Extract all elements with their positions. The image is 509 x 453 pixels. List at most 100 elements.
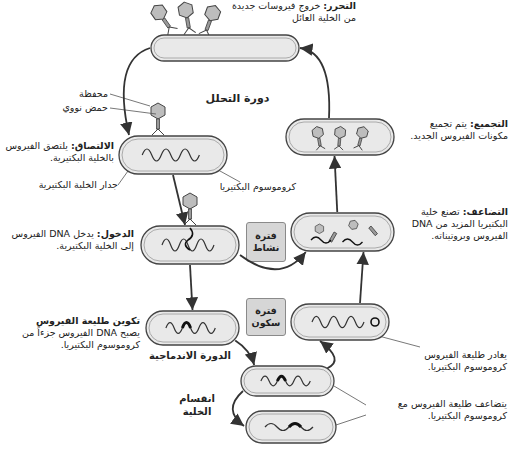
division-arrow — [233, 391, 244, 426]
cell-wall — [294, 307, 386, 337]
virus-leg — [339, 146, 344, 150]
cycle-arrow — [360, 252, 364, 303]
step-description: يصبح DNA الفيروس جزءاً من كروموسوم البكت… — [22, 327, 140, 350]
cell-outline — [146, 311, 239, 345]
bacterial-cell — [118, 135, 228, 175]
virus-capsid — [315, 224, 323, 234]
cell-wall — [289, 122, 391, 152]
virus-part — [315, 224, 323, 234]
step-caption: يتضاعف طليعة الفيروس مع كروموسوم البكتير… — [365, 398, 507, 422]
cell-node: تكوين طليعة الفيروسيصبح DNA الفيروس جزءا… — [145, 310, 240, 346]
viral-dna-loop — [371, 318, 379, 326]
virus-tail — [338, 138, 341, 146]
step-heading: التجميع: — [470, 118, 508, 129]
cell-node: الالتصاق:يلتصق الفيروس بالخلية البكتيرية… — [118, 135, 228, 175]
cell-outline — [286, 119, 394, 155]
virus-part — [353, 125, 369, 150]
cycle-arrow — [235, 341, 254, 365]
cell-node: التحرر:خروج فيروسات جديدة من الخلية العا… — [150, 34, 300, 62]
step-description: يغادر طليعة الفيروس كروموسوم البكتيريا. — [424, 349, 507, 372]
virus-leg — [358, 146, 363, 151]
cycle-arrow — [190, 265, 193, 310]
cycle-arrow — [335, 156, 338, 212]
cycle-arrow — [300, 48, 329, 118]
step-heading: الدخول: — [97, 228, 134, 239]
bacterial-chromosome — [261, 376, 310, 386]
phase-box: فترة سكون — [246, 298, 286, 336]
leader-line — [118, 171, 128, 185]
part-label: جدار الخلية البكتيرية — [0, 179, 118, 191]
bacterial-cell — [290, 212, 395, 252]
virus-part — [312, 126, 326, 151]
virus-leg — [320, 145, 325, 149]
bacterial-chromosome — [166, 323, 215, 334]
virus-capsid — [348, 219, 359, 231]
leader-line — [110, 108, 156, 114]
step-heading: الالتصاق: — [71, 140, 114, 151]
cell-wall — [144, 229, 236, 261]
cycle-arrow — [173, 175, 185, 225]
bacterial-cell — [150, 34, 300, 62]
part-label: محفظة — [40, 88, 108, 100]
leader-line — [336, 415, 366, 425]
part-label: الدورة الاندماجية — [140, 349, 240, 362]
step-caption: يغادر طليعة الفيروس كروموسوم البكتيريا. — [392, 349, 507, 373]
cell-wall — [244, 369, 331, 393]
leader-line — [110, 94, 150, 106]
part-label: كروموسوم البكتيريا — [196, 181, 296, 193]
cell-node: يغادر طليعة الفيروس كروموسوم البكتيريا. — [290, 303, 390, 341]
prophage-segment — [289, 424, 301, 428]
part-label: حمض نووي — [30, 102, 108, 114]
step-heading: التضاعف: — [463, 206, 508, 217]
bacterial-chromosome — [142, 149, 199, 161]
cell-outline — [141, 226, 239, 264]
virus-leg — [334, 146, 339, 150]
viral-dna — [311, 237, 331, 243]
injecting-phage — [183, 193, 197, 225]
virus-capsid — [334, 126, 346, 139]
cell-wall — [149, 314, 236, 342]
cell-wall — [154, 38, 296, 58]
step-caption: التجميع:يتم تجميع مكونات الفيروس الجديد. — [398, 118, 508, 142]
cell-node: الدخول:يدخل DNA الفيروس إلى الخلية البكت… — [140, 225, 240, 265]
virus-tail — [318, 138, 322, 146]
cycle-arrow — [124, 48, 150, 135]
virus-part — [333, 126, 345, 150]
step-caption: الالتصاق:يلتصق الفيروس بالخلية البكتيرية… — [2, 140, 114, 164]
virus-capsid — [312, 126, 324, 140]
viral-dna — [185, 228, 192, 250]
bacterial-cell — [145, 310, 240, 346]
cell-outline — [119, 136, 227, 174]
bacterial-cell — [285, 118, 395, 156]
cell-wall — [249, 414, 333, 440]
bacterial-cell — [240, 365, 335, 397]
bacterial-cell — [140, 225, 240, 265]
viral-dna — [343, 239, 363, 245]
step-caption: التضاعف:تصنع خلية البكتيريا المزيد من DN… — [398, 206, 508, 242]
cycle-arrow — [320, 341, 335, 368]
released-phage — [177, 1, 196, 35]
virus-part — [348, 219, 359, 231]
bacterial-cell — [290, 303, 390, 341]
part-label: انقسام الخلية — [172, 392, 222, 418]
attached-phage — [151, 103, 165, 135]
cell-outline — [291, 304, 389, 340]
cell-node: التجميع:يتم تجميع مكونات الفيروس الجديد. — [285, 118, 395, 156]
cell-outline — [151, 35, 299, 61]
virus-capsid — [356, 125, 369, 139]
virus-tail — [358, 138, 362, 146]
cell-node: التضاعف:تصنع خلية البكتيريا المزيد من DN… — [290, 212, 395, 252]
virus-leg — [354, 144, 359, 149]
virus-tail — [369, 226, 378, 236]
step-heading: تكوين طليعة الفيروس — [2, 315, 140, 327]
cell-wall — [122, 139, 224, 171]
cell-outline — [241, 366, 334, 396]
bacterial-chromosome — [312, 316, 364, 327]
chromosome — [265, 424, 313, 431]
released-phage — [149, 2, 179, 36]
step-description: يتضاعف طليعة الفيروس مع كروموسوم البكتير… — [398, 398, 507, 421]
phase-label: فترة نشاط — [247, 230, 285, 254]
cell-node: يتضاعف طليعة الفيروس مع كروموسوم البكتير… — [240, 365, 335, 397]
